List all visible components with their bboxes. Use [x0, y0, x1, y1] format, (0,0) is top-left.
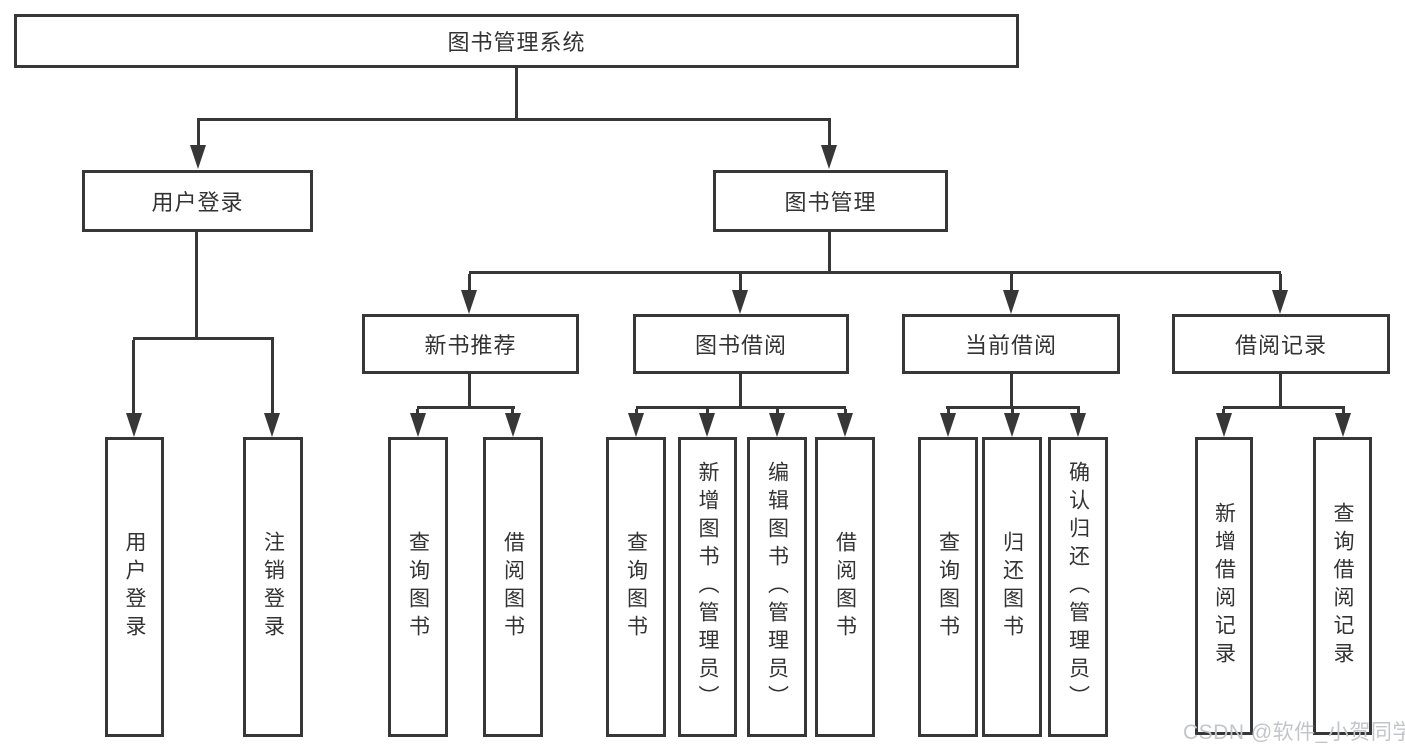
connector-user-login-vertical [195, 232, 198, 337]
connector-new-book-horizontal [417, 406, 515, 409]
leaf-borrow-books: 借阅图书 [815, 437, 875, 737]
arrow-down-icon [1003, 290, 1019, 314]
connector-root-horizontal [197, 118, 831, 121]
connector-drop-leaf [132, 340, 135, 418]
leaf-search-books-current: 查询图书 [918, 437, 978, 737]
node-library-system: 图书管理系统 [14, 14, 1019, 68]
leaf-add-borrowing-record: 新增借阅记录 [1195, 437, 1253, 735]
connector-drop-book-management [828, 121, 831, 149]
connector-drop-borrowing [739, 274, 742, 292]
leaf-return-books: 归还图书 [982, 437, 1042, 737]
arrow-down-icon [461, 290, 477, 314]
connector-root-vertical [515, 68, 518, 118]
leaf-search-books-recommend: 查询图书 [388, 437, 448, 737]
arrow-down-icon [264, 413, 280, 437]
connector-drop-new-book [468, 274, 471, 292]
arrow-down-icon [505, 413, 521, 437]
connector-drop-current [1010, 274, 1013, 292]
leaf-user-login: 用户登录 [105, 437, 164, 737]
node-book-management: 图书管理 [713, 170, 948, 232]
arrow-down-icon [1272, 290, 1288, 314]
arrow-down-icon [126, 413, 142, 437]
arrow-down-icon [628, 413, 644, 437]
connector-new-book-vertical [468, 374, 471, 406]
leaf-logout: 注销登录 [243, 437, 303, 737]
csdn-watermark: CSDN @软件_小贺同学 [1183, 721, 1405, 744]
arrow-down-icon [769, 413, 785, 437]
node-new-book-recommendation: 新书推荐 [362, 314, 579, 374]
node-book-borrowing: 图书借阅 [633, 314, 849, 374]
leaf-add-books-admin: 新增图书（管理员） [678, 437, 737, 737]
leaf-search-books-borrowing: 查询图书 [606, 437, 666, 737]
node-current-borrowing: 当前借阅 [902, 314, 1120, 374]
connector-book-mgmt-vertical [828, 232, 831, 271]
arrow-down-icon [837, 413, 853, 437]
arrow-down-icon [1004, 413, 1020, 437]
connector-records-vertical [1279, 374, 1282, 406]
arrow-down-icon [410, 413, 426, 437]
arrow-down-icon [1216, 413, 1232, 437]
arrow-down-icon [190, 145, 206, 169]
leaf-search-borrowing-record: 查询借阅记录 [1313, 437, 1372, 735]
leaf-confirm-return-admin: 确认归还（管理员） [1048, 437, 1108, 737]
connector-current-vertical [1010, 374, 1013, 406]
arrow-down-icon [1335, 413, 1351, 437]
connector-user-login-horizontal [133, 337, 274, 340]
connector-records-horizontal [1223, 406, 1345, 409]
arrow-down-icon [821, 145, 837, 169]
connector-drop-records [1279, 274, 1282, 292]
connector-borrowing-horizontal [636, 406, 846, 409]
arrow-down-icon [1070, 413, 1086, 437]
connector-current-horizontal [946, 406, 1080, 409]
connector-book-mgmt-horizontal [469, 271, 1281, 274]
connector-borrowing-vertical [739, 374, 742, 406]
arrow-down-icon [940, 413, 956, 437]
arrow-down-icon [699, 413, 715, 437]
connector-drop-leaf [271, 340, 274, 418]
leaf-edit-books-admin: 编辑图书（管理员） [747, 437, 807, 737]
node-user-login-module: 用户登录 [82, 170, 313, 232]
arrow-down-icon [732, 290, 748, 314]
leaf-borrow-books-recommend: 借阅图书 [483, 437, 543, 737]
node-borrowing-records: 借阅记录 [1172, 314, 1390, 374]
connector-drop-user-login [197, 121, 200, 149]
